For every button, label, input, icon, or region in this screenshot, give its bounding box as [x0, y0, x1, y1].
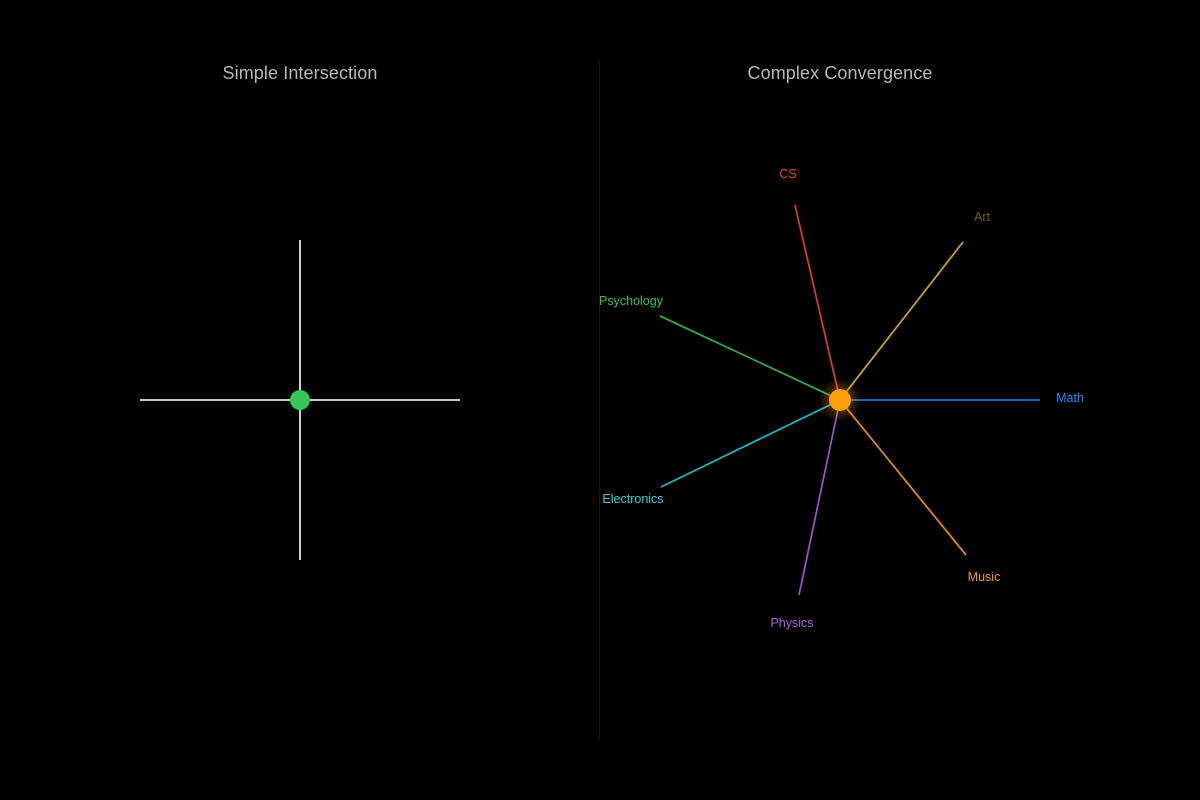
simple-intersection-title: Simple Intersection — [222, 63, 378, 83]
spoke-label-math: Math — [1056, 391, 1084, 405]
spoke-label-psychology: Psychology — [599, 294, 664, 308]
spoke-label-cs: CS — [779, 167, 796, 181]
complex-convergence-title: Complex Convergence — [747, 63, 933, 83]
spoke-cs — [794, 204, 841, 401]
spoke-music — [839, 399, 967, 556]
convergence-node — [829, 389, 851, 411]
spoke-electronics — [660, 399, 841, 488]
panel-divider — [599, 60, 600, 740]
spoke-label-art: Art — [974, 210, 991, 224]
spoke-label-physics: Physics — [770, 616, 813, 630]
simple-intersection — [140, 240, 460, 560]
spoke-label-electronics: Electronics — [602, 492, 663, 506]
spoke-label-music: Music — [968, 570, 1001, 584]
intersection-node — [290, 390, 310, 410]
spoke-psychology — [659, 315, 841, 401]
spoke-art — [839, 241, 964, 401]
spoke-physics — [798, 399, 841, 596]
